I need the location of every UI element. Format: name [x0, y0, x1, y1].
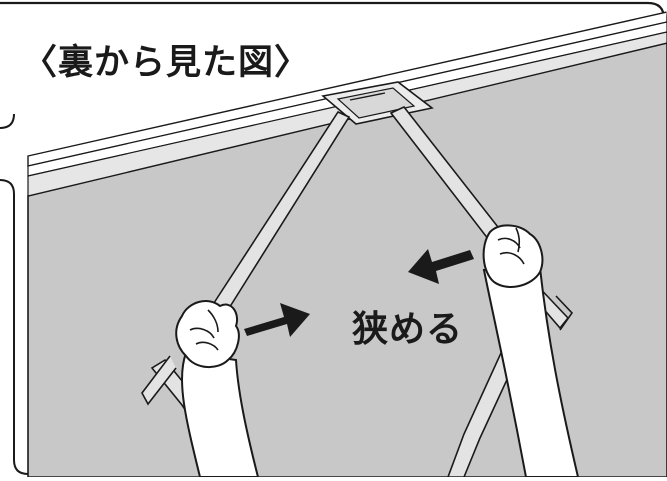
- frame-left-bracket-lower: [0, 179, 29, 475]
- top-clamp-slot: [349, 92, 386, 101]
- narrow-action-label: 狭める: [352, 309, 464, 350]
- figure-title: 〈裏から見た図〉: [22, 43, 311, 83]
- arrow-left-icon: [408, 249, 474, 284]
- left-hand-fingers: [189, 309, 219, 351]
- strap-right-corner: [555, 295, 574, 331]
- top-clamp-inner: [336, 87, 416, 119]
- panel-top-rail: [27, 11, 667, 167]
- strap-left-corner: [141, 355, 177, 406]
- right-hand: [482, 224, 544, 288]
- frame-left-bracket: [0, 113, 15, 129]
- right-hand-fingers: [497, 227, 525, 265]
- arrow-right-icon: [244, 303, 310, 337]
- left-hand: [175, 300, 240, 368]
